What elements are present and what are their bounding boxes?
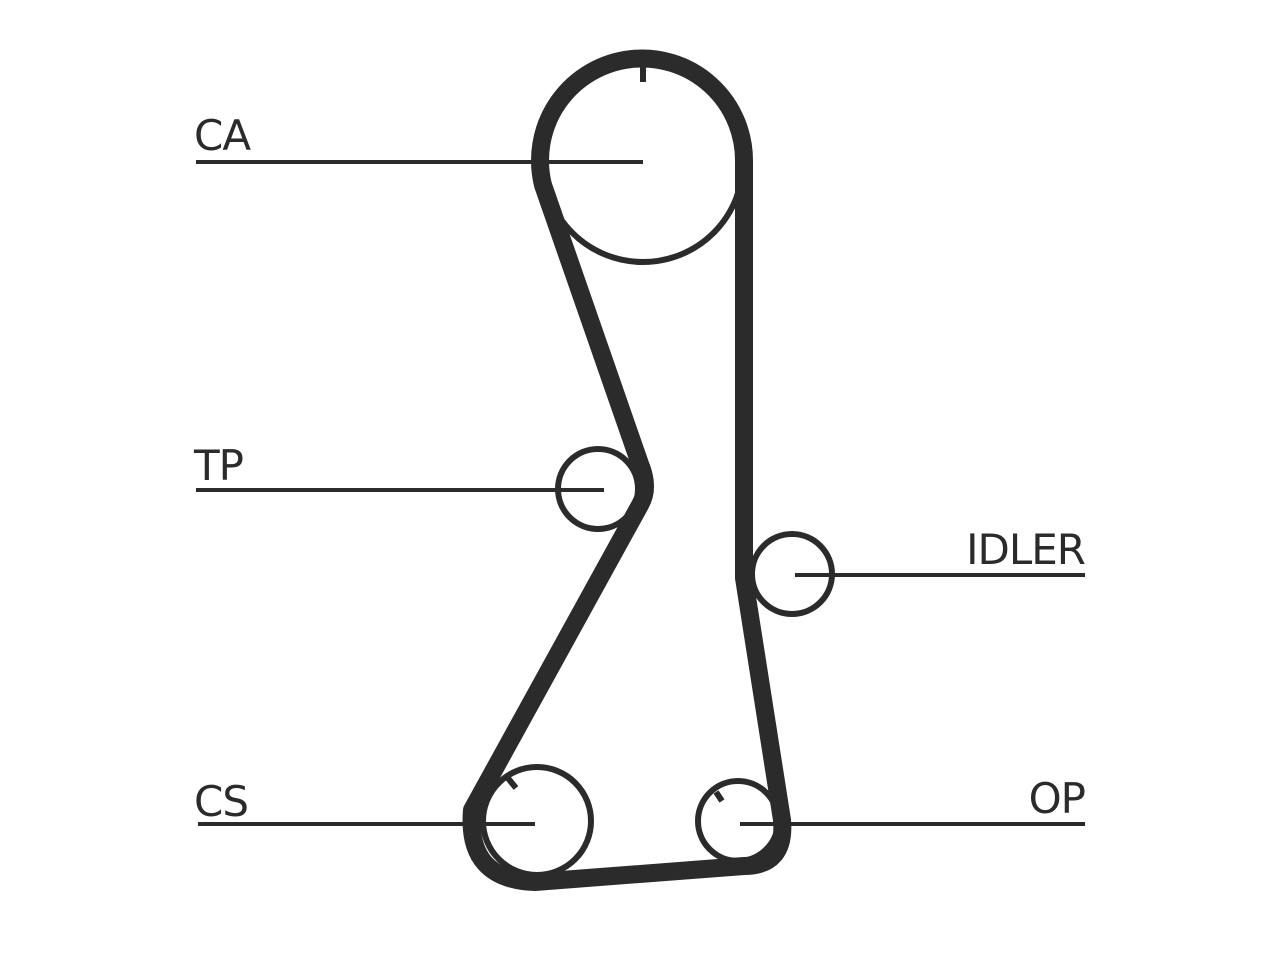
oil-pump-timing-mark xyxy=(713,790,725,803)
oil-pump-pulley xyxy=(695,778,781,864)
crankshaft-timing-mark xyxy=(504,775,519,790)
tp-label: TP xyxy=(193,441,243,490)
op-label: OP xyxy=(1029,774,1085,823)
idler-label: IDLER xyxy=(966,525,1085,574)
timing-belt xyxy=(462,49,792,891)
ca-label: CA xyxy=(194,111,251,160)
cs-label: CS xyxy=(194,777,248,826)
crankshaft-pulley xyxy=(480,764,594,878)
